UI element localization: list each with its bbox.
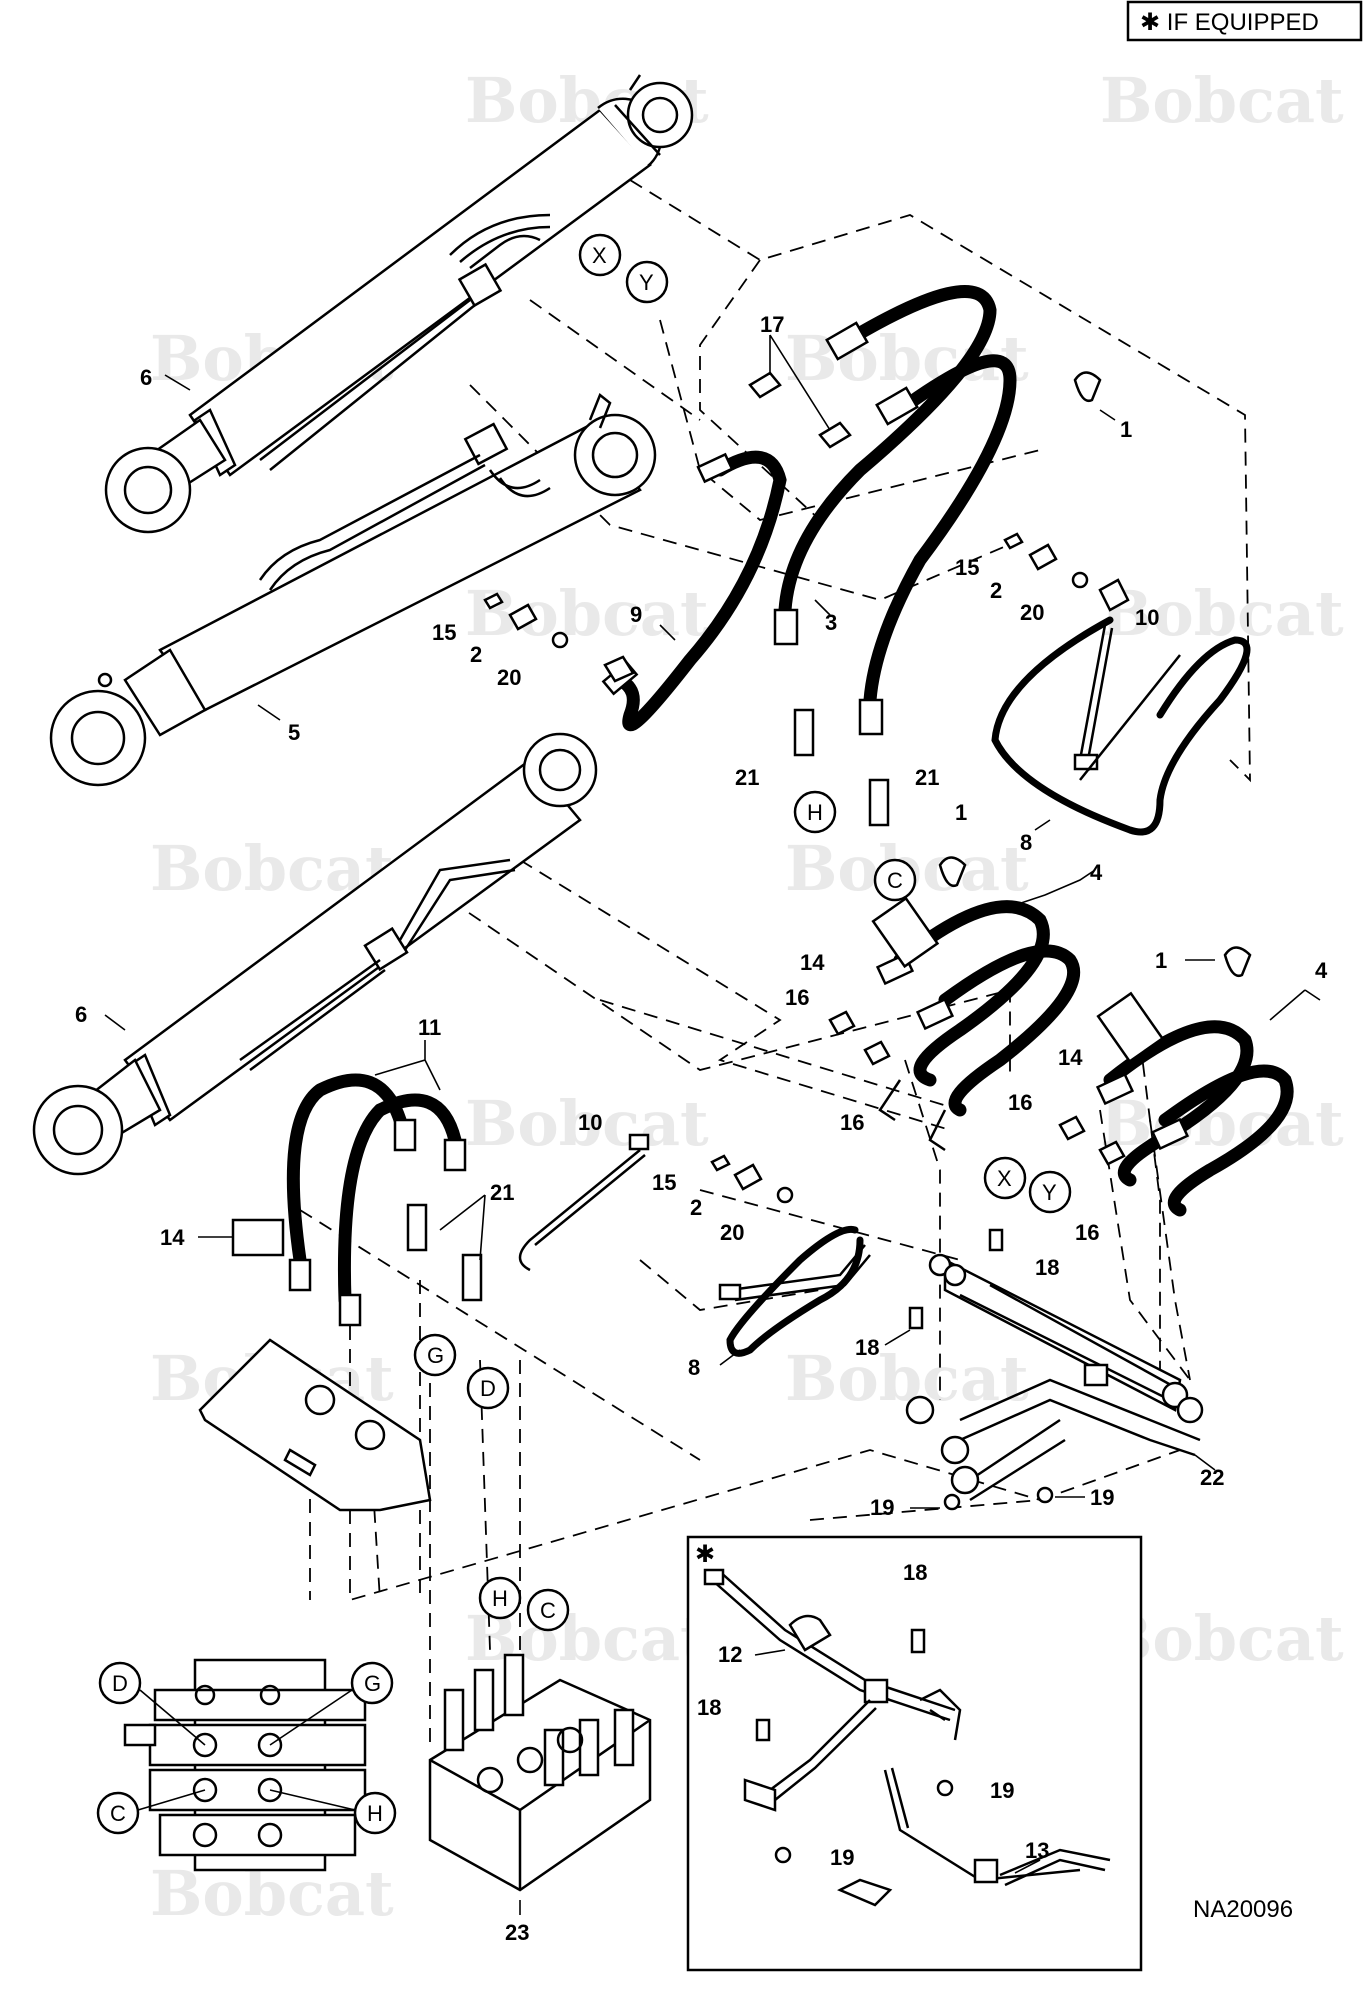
connection-y: Y — [639, 270, 654, 295]
cylinder-top: 6 — [104, 74, 694, 534]
callout-14: 14 — [800, 950, 825, 975]
cylinder-lower: 6 — [32, 732, 598, 1176]
callout-19: 19 — [870, 1495, 894, 1520]
callout-15: 15 — [432, 620, 456, 645]
if-equipped-text: ✱ IF EQUIPPED — [1140, 9, 1319, 36]
hoses-11-left: 11 14 21 G D — [160, 1015, 514, 1410]
connection-d: D — [112, 1671, 128, 1696]
callout-6: 6 — [75, 1002, 87, 1027]
callout-8: 8 — [1020, 830, 1032, 855]
watermark: Bobcat — [785, 1342, 1029, 1415]
clip-top: 1 — [1073, 371, 1132, 442]
callout-19: 19 — [990, 1778, 1014, 1803]
tube-10-lower: 10 15 2 20 8 — [518, 1110, 871, 1380]
connection-h: H — [367, 1801, 383, 1826]
watermark: Bobcat — [465, 1087, 709, 1160]
hoses-4-right: 1 4 14 16 16 X Y — [983, 946, 1328, 1245]
callout-10: 10 — [1135, 605, 1159, 630]
callout-2: 2 — [990, 578, 1002, 603]
callout-14: 14 — [160, 1225, 185, 1250]
if-equipped-marker: ✱ — [695, 1541, 715, 1568]
callout-12: 12 — [718, 1642, 742, 1667]
callout-6: 6 — [140, 365, 152, 390]
callout-14: 14 — [1058, 1045, 1083, 1070]
callout-3: 3 — [825, 610, 837, 635]
connection-d: D — [480, 1376, 496, 1401]
callout-15: 15 — [652, 1170, 676, 1195]
connection-h: H — [807, 800, 823, 825]
callout-21: 21 — [915, 765, 939, 790]
connection-x: X — [592, 243, 607, 268]
connection-g: G — [364, 1671, 381, 1696]
connection-c: C — [887, 868, 903, 893]
connection-g: G — [427, 1343, 444, 1368]
optional-parts-inset: ✱ 12 13 18 18 19 19 NA20096 — [686, 1535, 1293, 1972]
fitting-set-top-right: 15 2 20 — [955, 532, 1130, 625]
callout-5: 5 — [288, 720, 300, 745]
callout-1: 1 — [1120, 417, 1132, 442]
connection-c: C — [540, 1598, 556, 1623]
callout-13: 13 — [1025, 1838, 1049, 1863]
callout-20: 20 — [497, 665, 521, 690]
callout-18: 18 — [1035, 1255, 1059, 1280]
callout-19: 19 — [830, 1845, 854, 1870]
connection-h: H — [492, 1586, 508, 1611]
callout-22: 22 — [1200, 1465, 1224, 1490]
if-equipped-note: ✱ IF EQUIPPED — [1126, 0, 1363, 42]
callout-20: 20 — [1020, 600, 1044, 625]
watermark: Bobcat — [1100, 577, 1344, 650]
callout-11: 11 — [418, 1015, 441, 1040]
callout-4: 4 — [1090, 860, 1103, 885]
callout-16: 16 — [1008, 1090, 1032, 1115]
callout-23: 23 — [505, 1920, 529, 1945]
callout-10: 10 — [578, 1110, 602, 1135]
callout-4: 4 — [1315, 958, 1328, 983]
connection-c: C — [110, 1801, 126, 1826]
connection-x: X — [997, 1166, 1012, 1191]
callout-1: 1 — [1155, 948, 1167, 973]
callout-16: 16 — [1075, 1220, 1099, 1245]
control-valve-end-view: D G C H — [96, 1658, 397, 1872]
hose-8-top: 10 8 — [991, 605, 1251, 855]
manifold-22: 22 18 18 19 19 — [855, 1228, 1224, 1520]
fitting-set-middle: 15 2 20 — [432, 592, 635, 690]
callout-19: 19 — [1090, 1485, 1114, 1510]
connection-x-y-top: X Y — [578, 233, 669, 304]
callout-17: 17 — [760, 312, 784, 337]
callout-18: 18 — [903, 1560, 927, 1585]
cylinder-middle: 5 — [49, 392, 657, 787]
callout-20: 20 — [720, 1220, 744, 1245]
callout-18: 18 — [697, 1695, 721, 1720]
fittings-21-upper: 21 21 H C — [735, 708, 939, 902]
callout-1: 1 — [955, 800, 967, 825]
callout-18: 18 — [855, 1335, 879, 1360]
hoses-4-center: 1 4 14 16 16 — [785, 800, 1103, 1152]
connection-y: Y — [1042, 1180, 1057, 1205]
callout-15: 15 — [955, 555, 979, 580]
watermark: Bobcat — [1100, 64, 1344, 137]
control-valve-23: 23 H C — [428, 1576, 652, 1945]
callout-8: 8 — [688, 1355, 700, 1380]
callout-21: 21 — [735, 765, 759, 790]
callout-2: 2 — [470, 642, 482, 667]
mounting-plate — [198, 1338, 432, 1512]
callout-16: 16 — [785, 985, 809, 1010]
callout-2: 2 — [690, 1195, 702, 1220]
callout-16: 16 — [840, 1110, 864, 1135]
watermark: Bobcat — [465, 577, 709, 650]
callout-21: 21 — [490, 1180, 514, 1205]
drawing-reference: NA20096 — [1193, 1896, 1293, 1923]
callout-9: 9 — [630, 602, 642, 627]
